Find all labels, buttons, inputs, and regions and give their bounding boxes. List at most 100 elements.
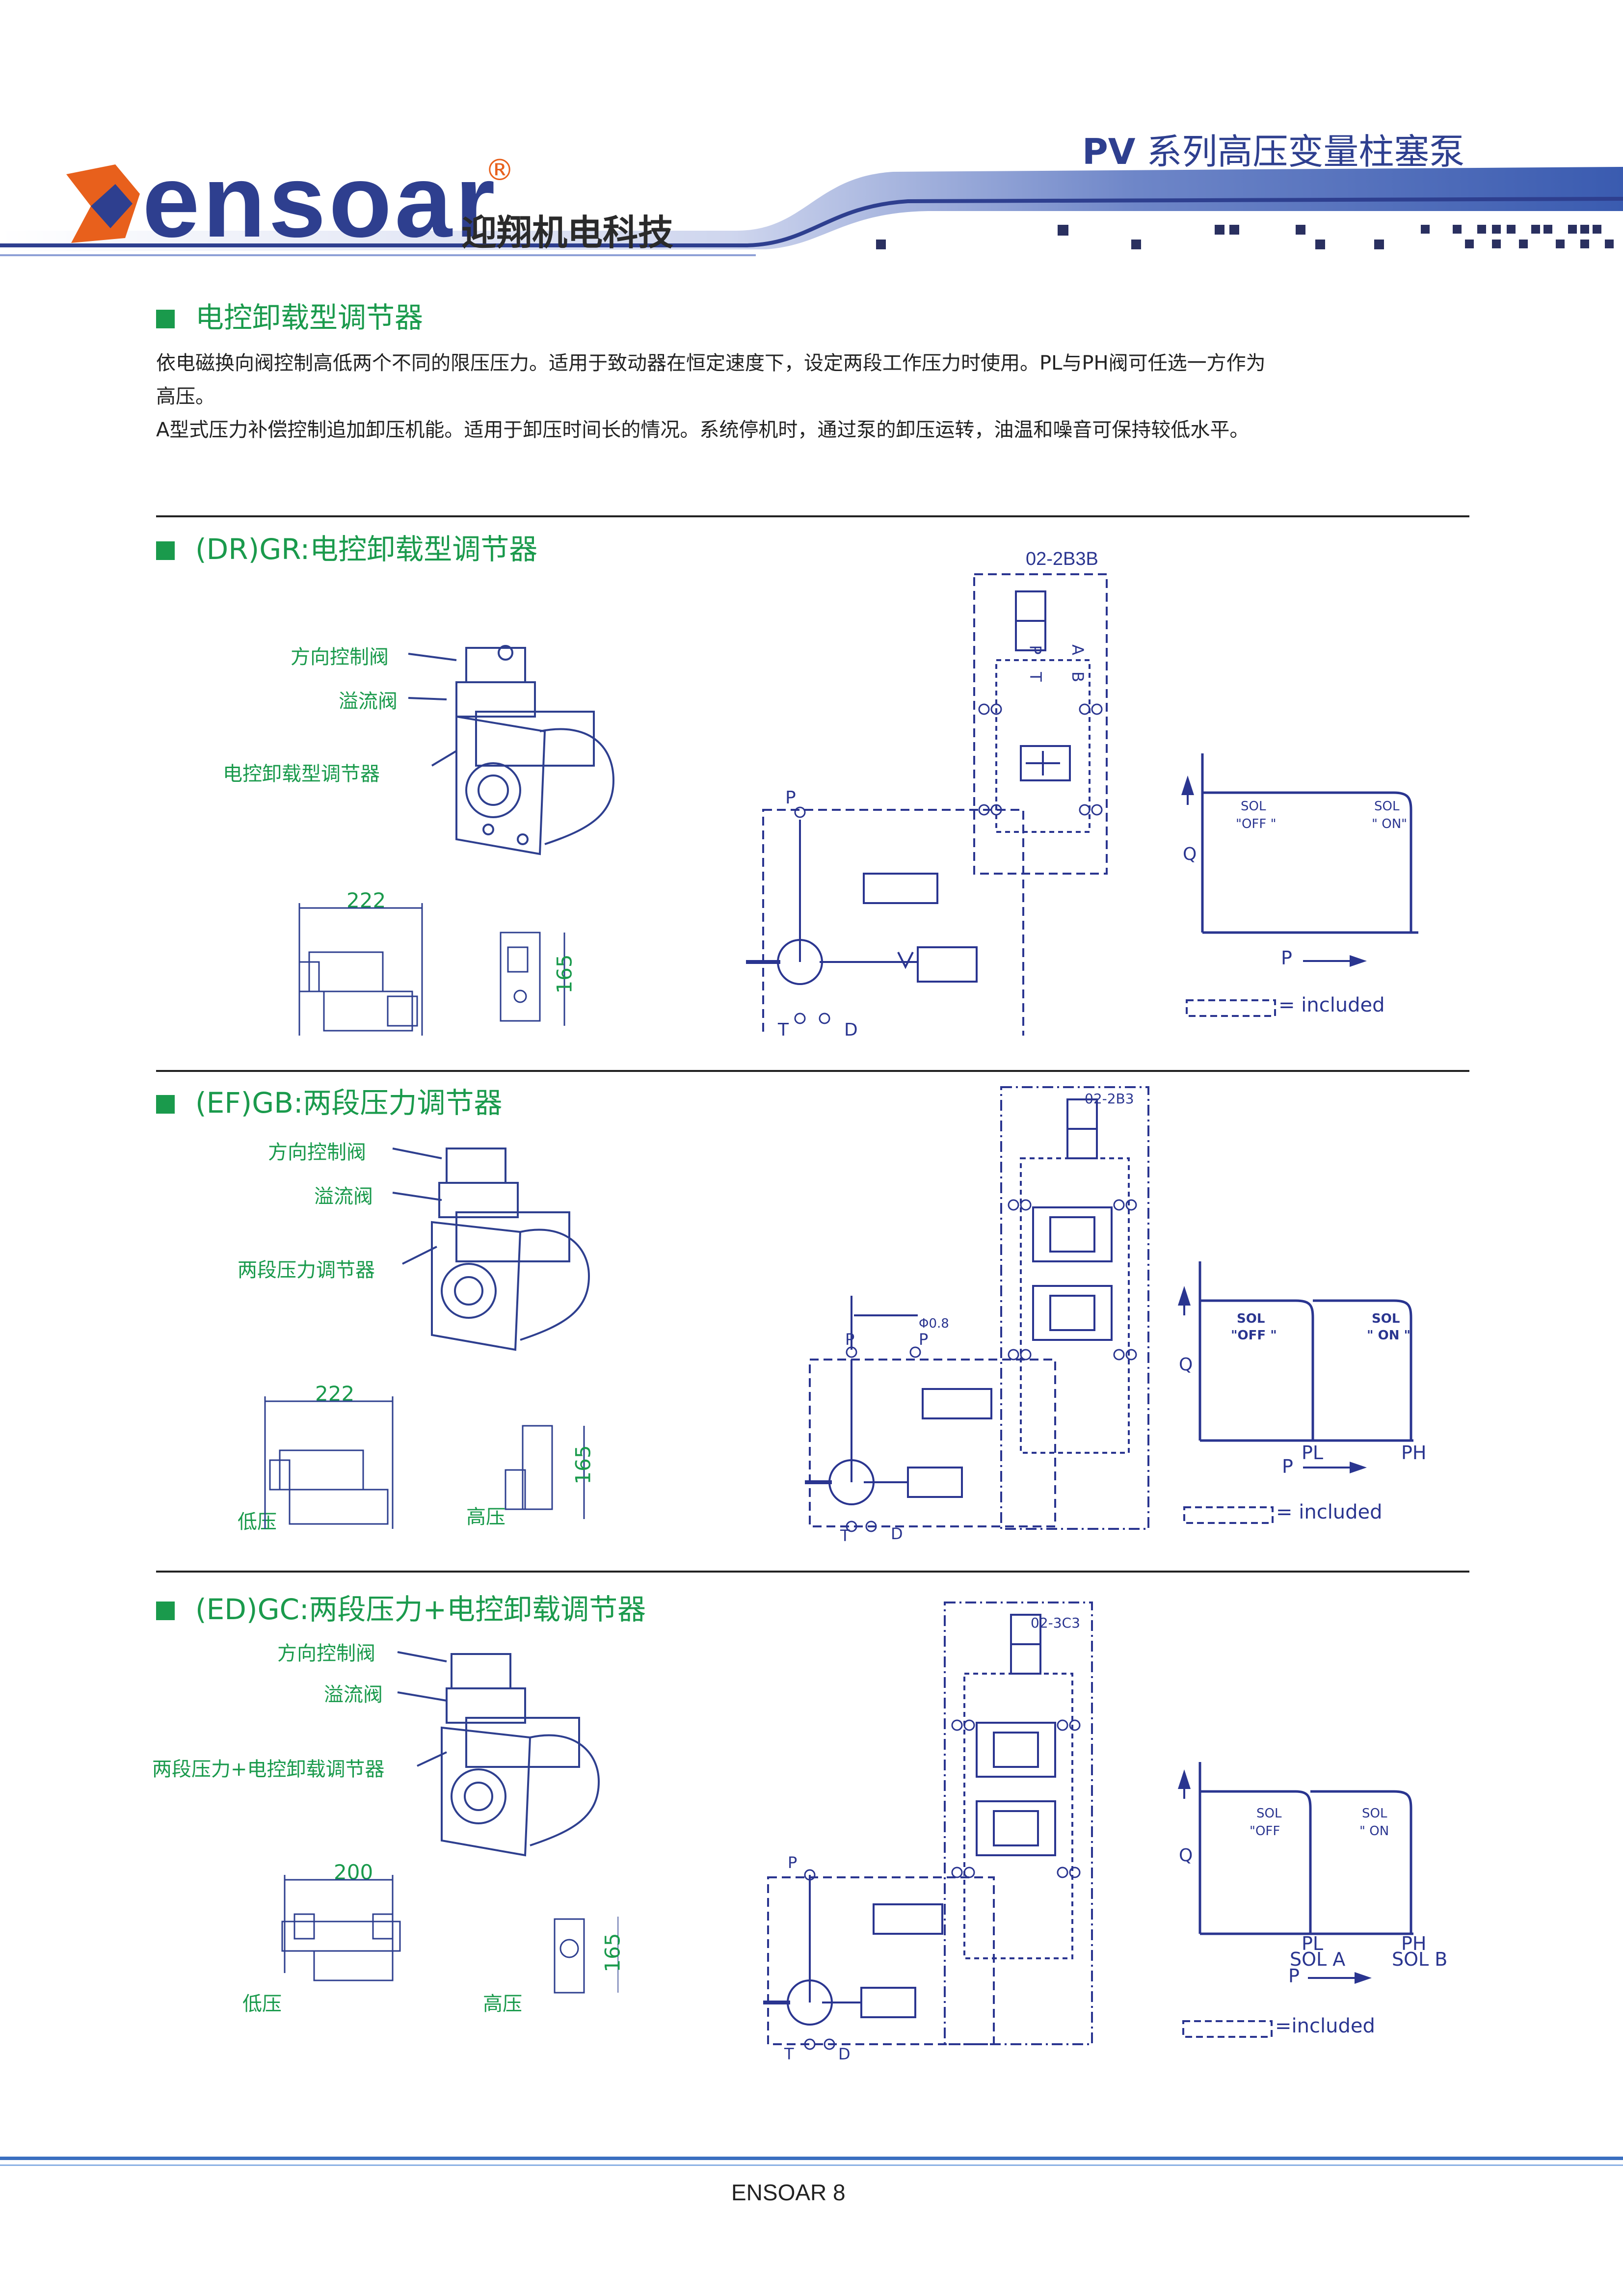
company-name: 迎翔机电科技 [461,212,674,253]
label-direction-valve: 方向控制阀 [268,1141,366,1164]
logo-icon [66,164,140,243]
valve-code-2: 02-2B3 [1085,1091,1134,1107]
chart-3-y-arrow-icon [1178,1769,1191,1799]
series-title: PV 系列高压变量柱塞泵 [1082,123,1464,174]
chart-2-axis-p: P [1282,1456,1293,1477]
bullet-square-icon [156,1602,175,1620]
port-D-1: D [844,1020,858,1040]
port-T2-1: T [1026,672,1045,682]
chart-1-axis-p: P [1281,947,1292,969]
hydraulic-circuit-1 [746,573,1108,1036]
chart-2-y-arrow-icon [1178,1286,1191,1315]
label-high-pressure-2: 高压 [466,1506,506,1528]
chart-3-sol-on-l1: SOL [1362,1806,1387,1821]
port-P-3: P [788,1853,798,1872]
pump-illustration [397,1651,600,1857]
label-relief-valve: 溢流阀 [339,690,398,713]
intro-line-2: 高压。 [156,385,215,408]
orifice-label-2: Φ0.8 [919,1316,949,1331]
chart-2-sol-on-l2: " ON " [1367,1328,1411,1343]
dimension-drawing-2 [264,1396,585,1529]
chart-1-sol-on-l1: SOL [1374,799,1400,814]
chart-1-y-arrow-icon [1181,775,1194,805]
label-high-pressure-3: 高压 [483,1993,522,2015]
label-regulator: 电控卸载型调节器 [223,763,380,785]
section-divider [156,515,1469,517]
port-P-1: P [785,788,796,808]
registered-mark: ® [485,153,514,187]
legend-2-dashed-box-icon [1183,1506,1274,1524]
chart-1-sol-off-l1: SOL [1241,799,1266,814]
chart-3-sol-on-l2: " ON [1359,1824,1389,1839]
page-number: ENSOAR 8 [731,2180,846,2205]
pump-illustration [392,1148,590,1351]
chart-3-axis-p: P [1288,1965,1300,1987]
port-D-2: D [891,1524,903,1543]
chart-3-axis-q: Q [1179,1845,1193,1866]
legend-1-dashed-box-icon [1186,999,1276,1017]
intro-body: 依电磁换向阀控制高低两个不同的限压压力。适用于致动器在恒定速度下，设定两段工作压… [156,347,1481,447]
legend-2-text: = included [1276,1501,1383,1523]
chart-2-sol-on-l1: SOL [1372,1311,1400,1326]
chart-1-axis-q: Q [1183,844,1197,864]
pump-illustration [408,645,615,855]
chart-2-axis-q: Q [1179,1355,1193,1375]
port-PF-2: P [919,1330,929,1349]
legend-3-dashed-box-icon [1182,2020,1273,2038]
characteristic-chart-3 [1198,1762,1413,1935]
section-3-title: (ED)GC:两段压力+电控卸载调节器 [156,1586,646,1628]
bullet-square-icon [156,310,175,328]
port-T-3: T [784,2045,794,2063]
section-2-title: (EF)GB:两段压力调节器 [156,1080,503,1121]
dimension-drawing-3 [281,1875,618,1994]
port-T-2: T [840,1526,850,1545]
label-relief-valve: 溢流阀 [324,1683,383,1706]
chart-2-x-arrow-icon [1303,1462,1367,1473]
bullet-square-icon [156,1095,175,1114]
header-band [0,167,1623,256]
chart-3-sol-off-l2: "OFF [1250,1824,1280,1839]
chart-3-sol-b: SOL B [1392,1949,1448,1970]
valve-code-3: 02-3C3 [1031,1615,1080,1631]
port-D-3: D [838,2045,851,2063]
port-T-1: T [778,1020,789,1040]
intro-line-1: 依电磁换向阀控制高低两个不同的限压压力。适用于致动器在恒定速度下，设定两段工作压… [156,352,1266,374]
chart-3-pl: PL [1302,1933,1324,1954]
dim-height-1: 165 [552,954,577,994]
port-A-1: A [1068,644,1087,655]
chart-3-sol-off-l1: SOL [1256,1806,1282,1821]
label-regulator: 两段压力+电控卸载调节器 [152,1758,385,1781]
chart-3-x-arrow-icon [1308,1972,1372,1984]
chart-2-ph: PH [1401,1442,1427,1464]
header: ensoar ® 迎翔机电科技 PV 系列高压变量柱塞泵 [0,0,1623,275]
footer-rule-bottom [0,2164,1623,2166]
chart-3-ph: PH [1401,1933,1427,1954]
section-divider [156,1070,1469,1072]
label-low-pressure-3: 低压 [242,1993,282,2015]
chart-1-x-arrow-icon [1303,955,1367,967]
label-regulator: 两段压力调节器 [238,1259,375,1281]
dim-height-2: 165 [571,1445,595,1485]
characteristic-chart-1 [1201,753,1418,934]
chart-1-sol-off-l2: "OFF " [1236,817,1277,831]
chart-2-pl: PL [1302,1442,1324,1464]
series-rest: 系列高压变量柱塞泵 [1135,131,1465,172]
section-divider [156,1571,1469,1573]
bullet-square-icon [156,541,175,560]
chart-2-sol-off-l2: "OFF " [1231,1328,1277,1343]
port-B-1: B [1068,671,1087,682]
port-P2-1: P [1026,645,1045,655]
dimension-drawing-1 [298,903,565,1036]
label-direction-valve: 方向控制阀 [277,1642,375,1665]
series-prefix: PV [1082,131,1136,172]
hydraulic-circuit-2 [805,1086,1149,1532]
port-P-2: P [845,1330,855,1349]
characteristic-chart-2 [1198,1261,1413,1442]
label-low-pressure-2: 低压 [238,1511,277,1533]
valve-code-1: 02-2B3B [1026,549,1098,569]
section-1-title: (DR)GR:电控卸载型调节器 [156,526,537,567]
logo-wordmark: ensoar [142,143,498,259]
legend-1-text: = included [1278,994,1385,1016]
hydraulic-circuit-3 [763,1602,1093,2050]
intro-title: 电控卸载型调节器 [156,294,423,336]
